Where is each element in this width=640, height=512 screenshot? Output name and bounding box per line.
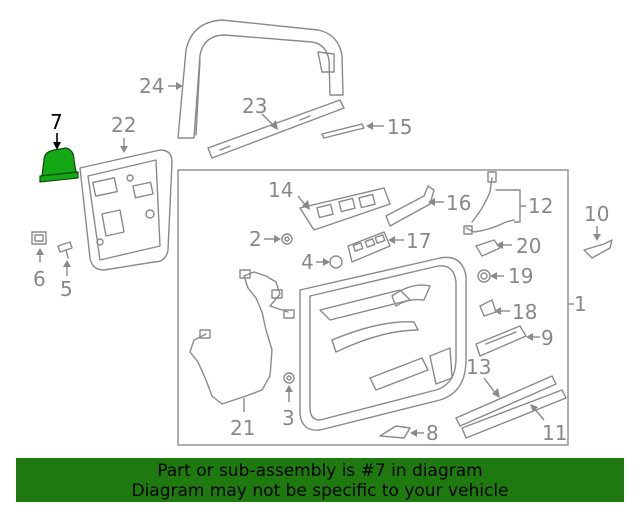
callout-8: 8 (426, 421, 439, 445)
callout-18: 18 (512, 300, 537, 324)
part-22-inner-panel (79, 149, 173, 271)
part-17-window-switch (347, 231, 391, 263)
arrow-6 (36, 248, 44, 255)
arrow-22 (120, 146, 128, 153)
leader-11 (533, 407, 545, 421)
callout-2: 2 (249, 227, 262, 251)
arrow-15 (366, 122, 373, 130)
banner-line-1: Part or sub-assembly is #7 in diagram (157, 461, 483, 481)
callout-13: 13 (466, 355, 491, 379)
callout-10: 10 (584, 202, 609, 226)
notice-banner: Part or sub-assembly is #7 in diagram Di… (16, 458, 624, 502)
part-20-housing (475, 239, 501, 257)
part-14-switch-bezel (299, 187, 391, 231)
callout-22: 22 (111, 113, 136, 137)
part-10-bracket (583, 239, 613, 259)
callout-4: 4 (301, 250, 314, 274)
callout-15: 15 (387, 115, 412, 139)
arrow-24 (176, 82, 183, 90)
arrow-17 (388, 236, 395, 244)
part-24-window-frame (177, 19, 344, 139)
part-8-plate (379, 425, 411, 439)
arrow-20 (496, 241, 503, 249)
arrow-23 (270, 120, 278, 130)
assembly-1-frame (177, 169, 569, 446)
arrow-4 (323, 258, 330, 266)
callout-19: 19 (508, 264, 533, 288)
arrow-19 (490, 272, 497, 280)
arrow-2 (274, 235, 281, 243)
door-trim-panel (299, 256, 467, 431)
arrow-8 (410, 429, 417, 437)
callout-9: 9 (541, 326, 554, 350)
part-16-bracket (385, 185, 435, 227)
part-13-garnish (455, 375, 557, 427)
part-23-belt-molding (207, 99, 345, 159)
callout-20: 20 (516, 234, 541, 258)
callout-12: 12 (528, 194, 553, 218)
arrow-5 (63, 260, 71, 267)
callout-7: 7 (50, 110, 63, 134)
part-2-fastener (281, 233, 293, 245)
part-7-highlighted (39, 147, 79, 183)
part-21-harness (189, 269, 295, 405)
arrow-11 (530, 404, 538, 412)
callout-24: 24 (139, 74, 164, 98)
arrow-10 (593, 234, 601, 241)
callout-16: 16 (446, 191, 471, 215)
arrow-16 (428, 198, 435, 206)
arrow-18 (494, 307, 501, 315)
leader-12 (514, 189, 526, 223)
part-6-clip (31, 231, 47, 245)
arrow-13 (492, 388, 500, 398)
parts-diagram: 24 23 15 22 7 6 (31, 19, 613, 446)
arrow-14 (302, 200, 310, 210)
part-15-trim-strip (321, 123, 365, 139)
part-5-screw (57, 241, 73, 259)
callout-1: 1 (574, 292, 587, 316)
callout-23: 23 (242, 94, 267, 118)
callout-5: 5 (60, 277, 73, 301)
part-18-pad (479, 299, 497, 317)
arrow-7 (53, 142, 61, 150)
part-4-grommet (329, 255, 343, 269)
part-19-knob (477, 269, 491, 283)
callout-17: 17 (406, 229, 431, 253)
callout-6: 6 (33, 267, 46, 291)
part-12-harness (463, 171, 515, 235)
part-3-fastener (283, 372, 295, 384)
callout-21: 21 (230, 416, 255, 440)
callout-11: 11 (542, 421, 567, 445)
banner-line-2: Diagram may not be specific to your vehi… (131, 481, 509, 501)
arrow-3 (285, 385, 293, 392)
callout-14: 14 (268, 178, 293, 202)
part-11-molding (461, 389, 567, 439)
arrow-9 (526, 333, 533, 341)
part-9-pull-handle (475, 325, 527, 357)
callout-3: 3 (282, 406, 295, 430)
leader-13 (483, 377, 497, 395)
